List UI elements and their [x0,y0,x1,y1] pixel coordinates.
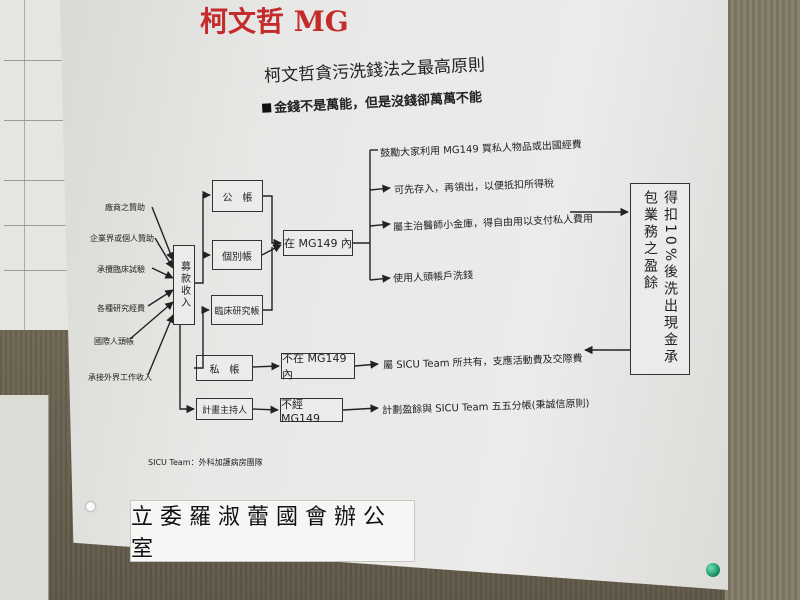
source-item: 企業界或個人贊助 [90,234,154,243]
source-item: 承攬臨床試驗 [97,265,145,274]
collect-box: 募款收入 [173,245,195,325]
arrow-source-2 [151,267,174,279]
result-text: 得扣10%後洗出現金承包業務之盈餘 [642,190,678,367]
footnote: SICU Team：外科加護病房團隊 [148,458,263,467]
not-in-mg149-box: 不在 MG149 內 [281,352,355,381]
private-account-box: 私 帳 [196,355,253,381]
public-account-box: 公 帳 [212,180,263,212]
arrow-plan-to-notvia [252,405,279,414]
arrow-source-4 [129,301,174,340]
arrow-source-3 [147,289,174,307]
wall-panel [725,0,800,600]
pushpin-icon [706,563,720,577]
arrow-private-to-notin [252,362,280,371]
source-item: 廠商之贊助 [105,203,145,212]
collect-branch-line [195,190,211,284]
pushpin-icon [86,502,95,511]
plan-host-box: 計畫主持人 [196,398,253,420]
arrow-source-0 [151,206,175,261]
office-label: 立委羅淑蕾國會辦公室 [130,500,415,562]
arrow-to-private [194,310,204,369]
not-via-mg149-box: 不經 MG149 [280,398,343,425]
arrow-source-5 [147,314,174,376]
arrow-public-to-mg149 [263,195,282,248]
bracket-tick-3 [369,274,391,283]
poster-title: 柯文哲 MG [200,5,349,38]
bracket-tick-1 [369,184,391,193]
arrow-clinical-to-mg149 [263,247,273,311]
clinical-account-box: 臨床研究帳 [211,295,263,325]
source-item: 承接外界工作收入 [88,373,152,382]
bracket-tick-2 [369,220,391,229]
arrow-notvia-to-note [342,404,379,413]
arrow-source-1 [154,237,174,269]
arrow-to-plan-host [179,325,195,414]
arrow-notin-to-note [354,360,379,369]
individual-account-box: 個別帳 [212,240,262,270]
result-box: 得扣10%後洗出現金承包業務之盈餘 [630,183,690,375]
in-mg149-box: 在 MG149 內 [283,230,353,256]
source-item: 國際人頭帳 [94,337,134,346]
side-document-lower [0,395,49,600]
source-item: 各種研究經費 [97,304,145,313]
